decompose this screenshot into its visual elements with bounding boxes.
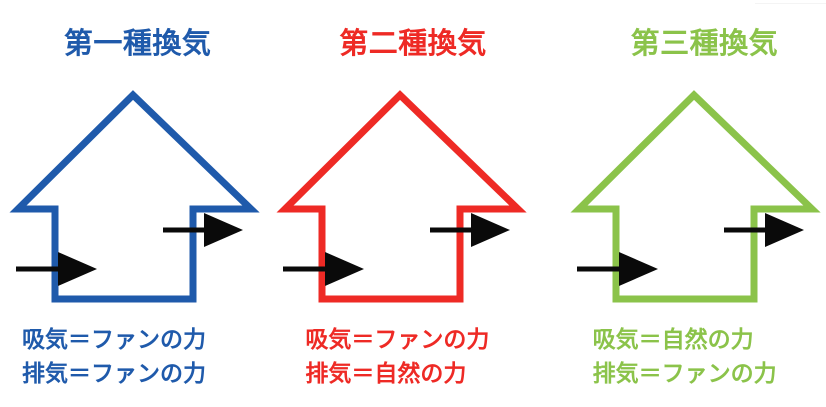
supply-label-type-3: 吸気＝自然の力 — [592, 326, 754, 352]
house-diagram-type-3 — [551, 82, 826, 312]
column-title-type-2: 第二種換気 — [339, 28, 487, 60]
house-outline-3 — [570, 90, 821, 303]
supply-arrow-3 — [576, 252, 658, 286]
supply-arrow-head-2 — [325, 252, 365, 286]
house-arrow-svg-1 — [9, 90, 260, 303]
exhaust-arrow-2 — [430, 213, 511, 247]
house-outline-1 — [9, 90, 260, 303]
exhaust-arrow-3 — [723, 213, 804, 247]
exhaust-label-type-2: 排気＝自然の力 — [305, 360, 467, 386]
supply-arrow-head-3 — [618, 252, 658, 286]
ventilation-type-column-2: 第二種換気 吸気＝ファンの力 排気＝自然の力 — [275, 0, 550, 407]
captions-type-2: 吸気＝ファンの力 排気＝自然の力 — [275, 322, 550, 390]
house-diagram-type-1 — [0, 82, 275, 312]
exhaust-arrow-1 — [163, 213, 243, 247]
exhaust-label-type-3: 排気＝ファンの力 — [592, 360, 777, 386]
house-diagram-type-2 — [275, 82, 550, 312]
house-arrow-svg-2 — [276, 90, 527, 303]
ventilation-type-column-3: 第三種換気 吸気＝自然の力 排気＝ファンの力 — [551, 0, 826, 407]
exhaust-label-type-1: 排気＝ファンの力 — [22, 360, 206, 386]
exhaust-arrow-head-1 — [204, 213, 243, 247]
supply-label-type-2: 吸気＝ファンの力 — [305, 326, 490, 352]
column-title-type-1: 第一種換気 — [63, 28, 212, 60]
exhaust-arrow-head-2 — [471, 213, 511, 247]
supply-arrow-2 — [283, 252, 365, 286]
captions-type-3: 吸気＝自然の力 排気＝ファンの力 — [551, 322, 826, 390]
supply-label-type-1: 吸気＝ファンの力 — [22, 326, 206, 352]
house-outline-2 — [276, 90, 527, 303]
supply-arrow-head-1 — [58, 252, 97, 286]
ventilation-type-column-1: 第一種換気 吸気＝ファンの力 排気＝ファンの力 — [0, 0, 275, 407]
supply-arrow-1 — [16, 252, 97, 286]
captions-type-1: 吸気＝ファンの力 排気＝ファンの力 — [0, 322, 275, 390]
top-rule-divider — [755, 3, 826, 4]
column-title-type-3: 第三種換気 — [630, 28, 779, 60]
house-arrow-svg-3 — [570, 90, 821, 303]
exhaust-arrow-head-3 — [764, 213, 804, 247]
